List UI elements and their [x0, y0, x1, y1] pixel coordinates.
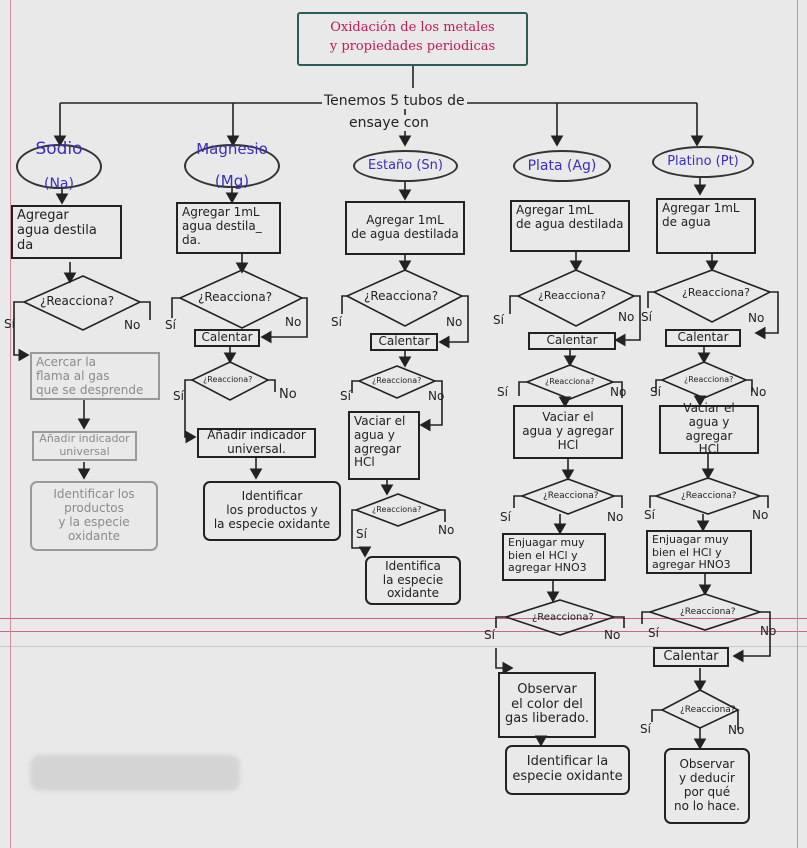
- step-heat-2: Calentar: [653, 647, 729, 667]
- step-observe: Observar el color del gas liberado.: [498, 672, 596, 738]
- metal-platino: Platino (Pt): [652, 146, 754, 178]
- decision-reacciona-3: ¿Reacciona?: [372, 505, 422, 514]
- step-identify: Identifica la especie oxidante: [365, 556, 461, 605]
- intro-line2: ensaye con: [347, 115, 431, 131]
- step-add-water: Agregar agua destila da: [11, 205, 122, 259]
- step-identify: Identificar la especie oxidante: [505, 745, 630, 795]
- label-no-2: No: [428, 389, 445, 403]
- metal-name: Magnesio: [196, 140, 268, 159]
- label-yes-2: Sí: [173, 389, 184, 403]
- metal-name: Estaño (Sn): [367, 158, 443, 174]
- step-heat: Calentar: [665, 329, 741, 347]
- label-no-2: No: [610, 385, 627, 399]
- metal-sodio: Sodio (Na): [16, 139, 102, 192]
- metal-name: Plata (Ag): [527, 157, 597, 174]
- metal-name: Sodio: [35, 139, 83, 160]
- decision-reacciona-3: ¿Reacciona?: [543, 491, 599, 501]
- label-no-3: No: [752, 508, 769, 522]
- step-add-water: Agregar 1mL de agua destilada: [510, 200, 630, 252]
- step-heat: Calentar: [528, 332, 616, 350]
- step-heat: Calentar: [194, 329, 260, 347]
- label-no-2: No: [750, 385, 767, 399]
- step-add-water: Agregar 1mL agua destila_ da.: [176, 202, 281, 254]
- decision-reacciona-4: ¿Reacciona?: [532, 612, 594, 623]
- label-yes: Sí: [331, 315, 342, 329]
- step-identify: Identificar los productos y la especie o…: [30, 481, 158, 551]
- step-add-water: Agregar 1mL de agua destilada: [345, 201, 465, 255]
- decision-reacciona: ¿Reacciona?: [40, 294, 115, 308]
- decision-reacciona-2: ¿Reacciona?: [372, 376, 422, 385]
- metal-symbol: (Na): [44, 176, 74, 192]
- label-yes-3: Sí: [356, 527, 367, 541]
- label-no: No: [285, 315, 302, 329]
- step-heat: Calentar: [370, 333, 438, 351]
- metal-plata: Plata (Ag): [513, 150, 611, 182]
- label-no: No: [748, 311, 765, 325]
- step-flame: Acercar la flama al gas que se desprende: [30, 352, 160, 400]
- label-yes-5: Sí: [640, 722, 651, 736]
- label-no: No: [124, 318, 141, 332]
- label-yes: Sí: [165, 318, 176, 332]
- label-yes-3: Sí: [500, 510, 511, 524]
- metal-name: Platino (Pt): [667, 154, 739, 170]
- decision-reacciona: ¿Reacciona?: [538, 289, 606, 302]
- decision-reacciona: ¿Reacciona?: [682, 286, 750, 299]
- label-yes-2: Sí: [497, 385, 508, 399]
- decision-reacciona: ¿Reacciona?: [198, 290, 273, 304]
- title-line2: y propiedades periodicas: [329, 38, 496, 54]
- intro-line1: Tenemos 5 tubos de: [322, 93, 467, 109]
- metal-estano: Estaño (Sn): [353, 150, 458, 182]
- step-identify: Identificar los productos y la especie o…: [203, 481, 341, 541]
- label-no-4: No: [604, 628, 621, 642]
- label-yes-4: Sí: [484, 628, 495, 642]
- label-no-3: No: [607, 510, 624, 524]
- label-no-3: No: [438, 523, 455, 537]
- step-indicator: Añadir indicador universal.: [197, 428, 316, 458]
- metal-magnesio: Magnesio (Mg): [184, 140, 280, 190]
- decision-reacciona-2: ¿Reacciona?: [684, 375, 734, 384]
- margin-rule: [10, 0, 11, 848]
- label-yes: Sí: [4, 317, 15, 331]
- margin-rule: [797, 0, 798, 848]
- step-rinse: Enjuagar muy bien el HCl y agregar HNO3: [502, 533, 606, 581]
- label-yes: Sí: [493, 313, 504, 327]
- decision-reacciona-2: ¿Reacciona?: [203, 375, 253, 384]
- label-no-4: No: [760, 624, 777, 638]
- decision-reacciona-5: ¿Reacciona?: [680, 705, 736, 715]
- label-yes: Sí: [641, 310, 652, 324]
- label-no: No: [618, 310, 635, 324]
- metal-symbol: (Mg): [214, 171, 250, 190]
- decision-reacciona-2: ¿Reacciona?: [545, 377, 595, 386]
- step-hcl: Vaciar el agua y agregar HCl: [348, 411, 420, 480]
- label-yes-2: Sí: [650, 385, 661, 399]
- step-indicator: Añadir indicador universal: [32, 431, 137, 461]
- notebook-rule: [0, 618, 807, 619]
- notebook-rule: [0, 631, 807, 632]
- step-hcl: Vaciar el agua y agregar HCl: [659, 401, 759, 456]
- title-line1: Oxidación de los metales: [330, 20, 495, 35]
- label-no-5: No: [728, 723, 745, 737]
- title-box: Oxidación de los metales y propiedades p…: [297, 12, 528, 66]
- label-yes-3: Sí: [644, 508, 655, 522]
- step-hcl: Vaciar el agua y agregar HCl: [513, 405, 623, 459]
- label-no: No: [446, 315, 463, 329]
- label-yes-4: Sí: [648, 626, 659, 640]
- decision-reacciona: ¿Reacciona?: [364, 289, 439, 303]
- decision-reacciona-3: ¿Reacciona?: [681, 491, 737, 501]
- decision-reacciona-4: ¿Reacciona?: [680, 607, 736, 617]
- step-add-water: Agregar 1mL de agua: [656, 198, 756, 254]
- label-no-2: No: [279, 387, 297, 402]
- notebook-rule: [0, 646, 807, 647]
- label-yes-2: Sí: [340, 389, 351, 403]
- step-final: Observar y deducir por qué no lo hace.: [664, 748, 750, 824]
- blurred-region: [30, 755, 240, 791]
- step-rinse: Enjuagar muy bien el HCl y agregar HNO3: [646, 530, 752, 574]
